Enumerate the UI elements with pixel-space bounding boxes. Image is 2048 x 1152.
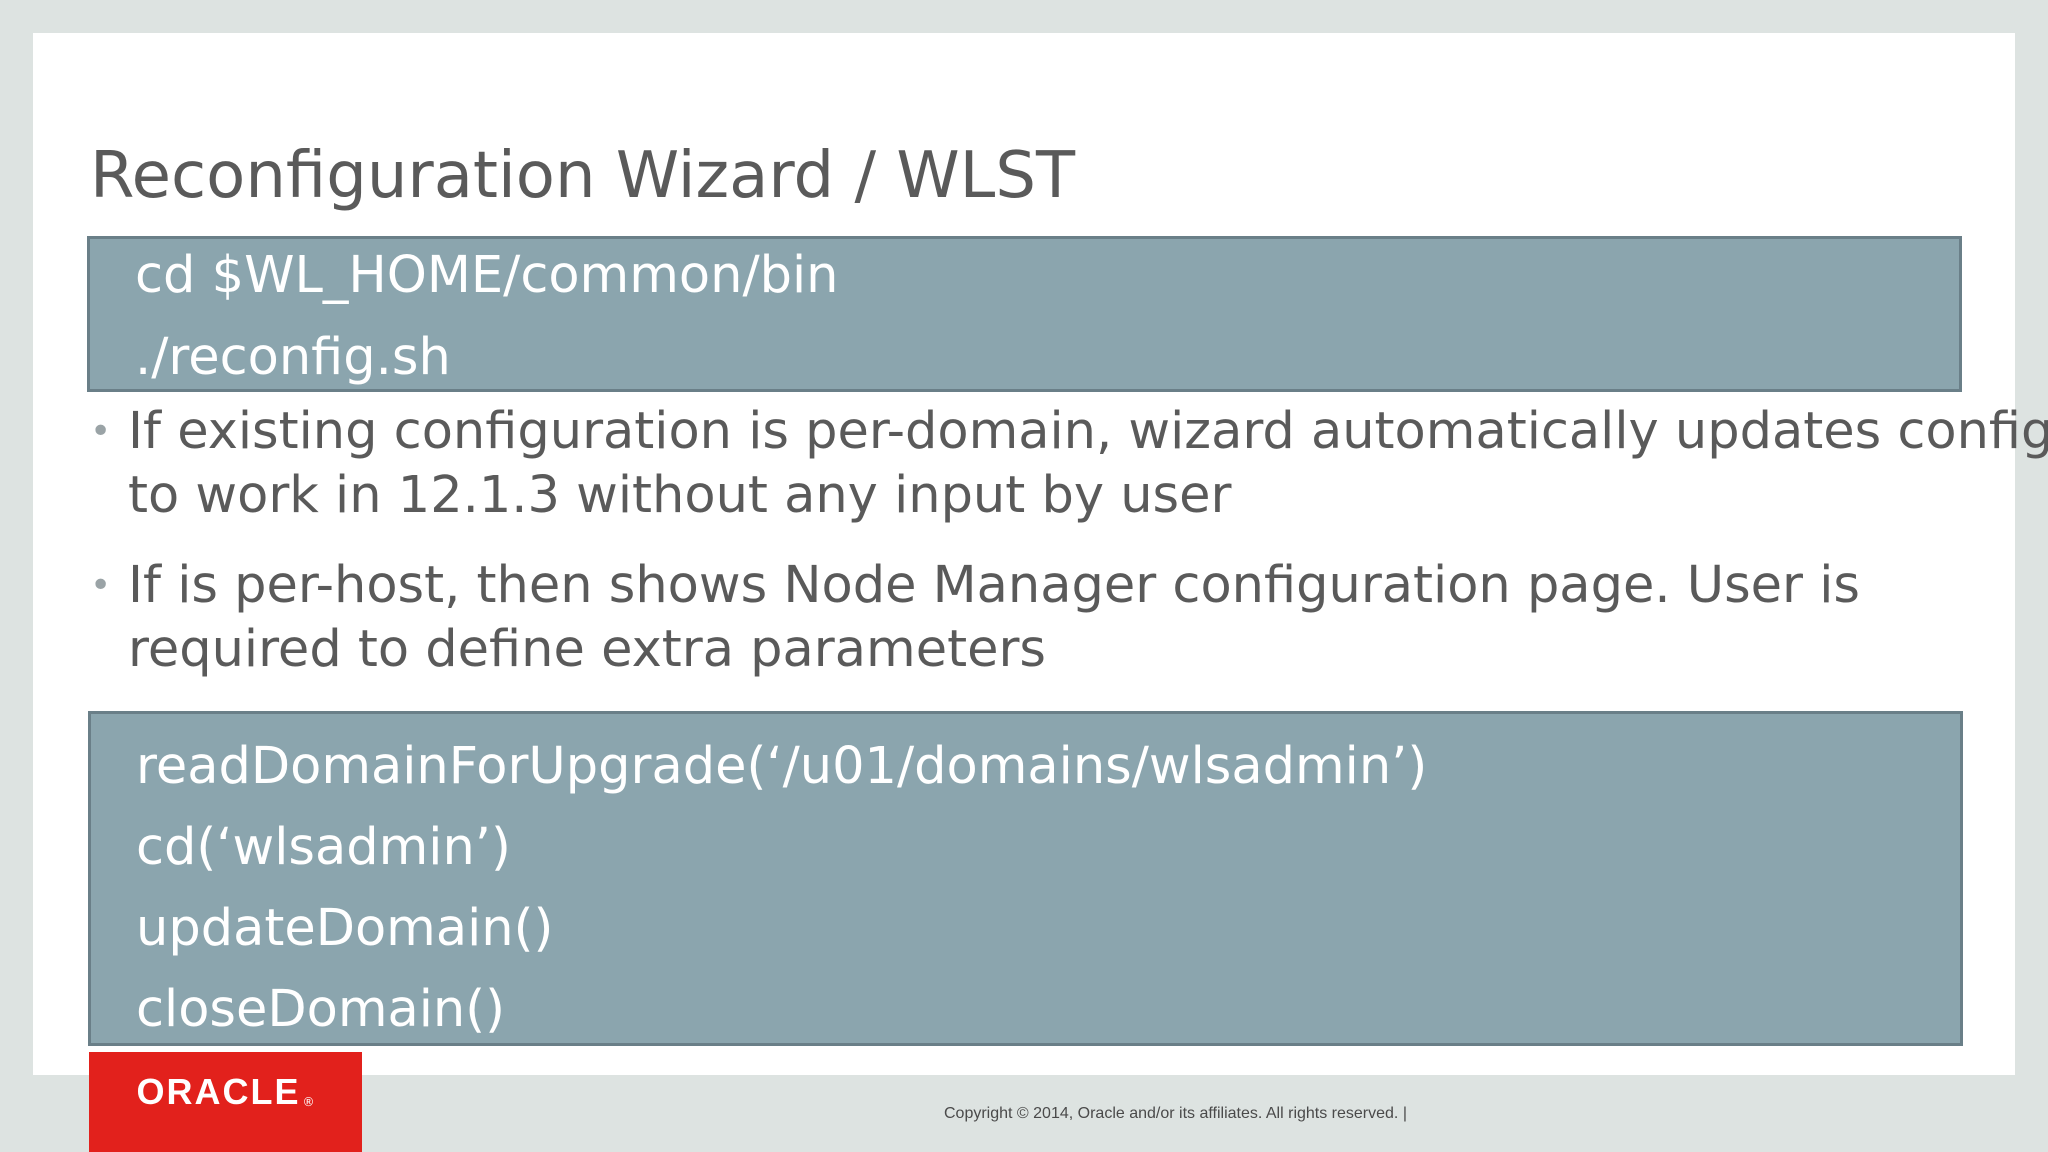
code-line: readDomainForUpgrade(‘/u01/domains/wlsad…	[136, 737, 1428, 796]
code-block-wlst: readDomainForUpgrade(‘/u01/domains/wlsad…	[88, 711, 1963, 1046]
oracle-logo-text: ORACLE	[136, 1071, 301, 1112]
code-block-reconfig: cd $WL_HOME/common/bin ./reconfig.sh	[87, 236, 1962, 392]
bullet-dot-icon: •	[90, 411, 112, 452]
code-line: updateDomain()	[136, 899, 554, 958]
bullet-dot-icon: •	[90, 565, 112, 606]
bullet-text: If is per-host, then shows Node Manager …	[128, 554, 1988, 682]
code-line: closeDomain()	[136, 980, 506, 1039]
slide-title: Reconfiguration Wizard / WLST	[90, 139, 1076, 213]
code-line: ./reconfig.sh	[135, 328, 451, 387]
oracle-logo: ORACLE®	[89, 1052, 362, 1152]
bullet-line: If existing configuration is per-domain,…	[128, 402, 2048, 461]
bullet-line: required to define extra parameters	[128, 620, 1046, 679]
code-line: cd(‘wlsadmin’)	[136, 818, 511, 877]
bullet-line: to work in 12.1.3 without any input by u…	[128, 466, 1232, 525]
copyright-notice: Copyright © 2014, Oracle and/or its affi…	[944, 1105, 1407, 1122]
registered-mark: ®	[302, 1095, 315, 1109]
code-line: cd $WL_HOME/common/bin	[135, 246, 839, 305]
bullet-text: If existing configuration is per-domain,…	[128, 400, 2048, 528]
bullet-line: If is per-host, then shows Node Manager …	[128, 556, 1860, 615]
